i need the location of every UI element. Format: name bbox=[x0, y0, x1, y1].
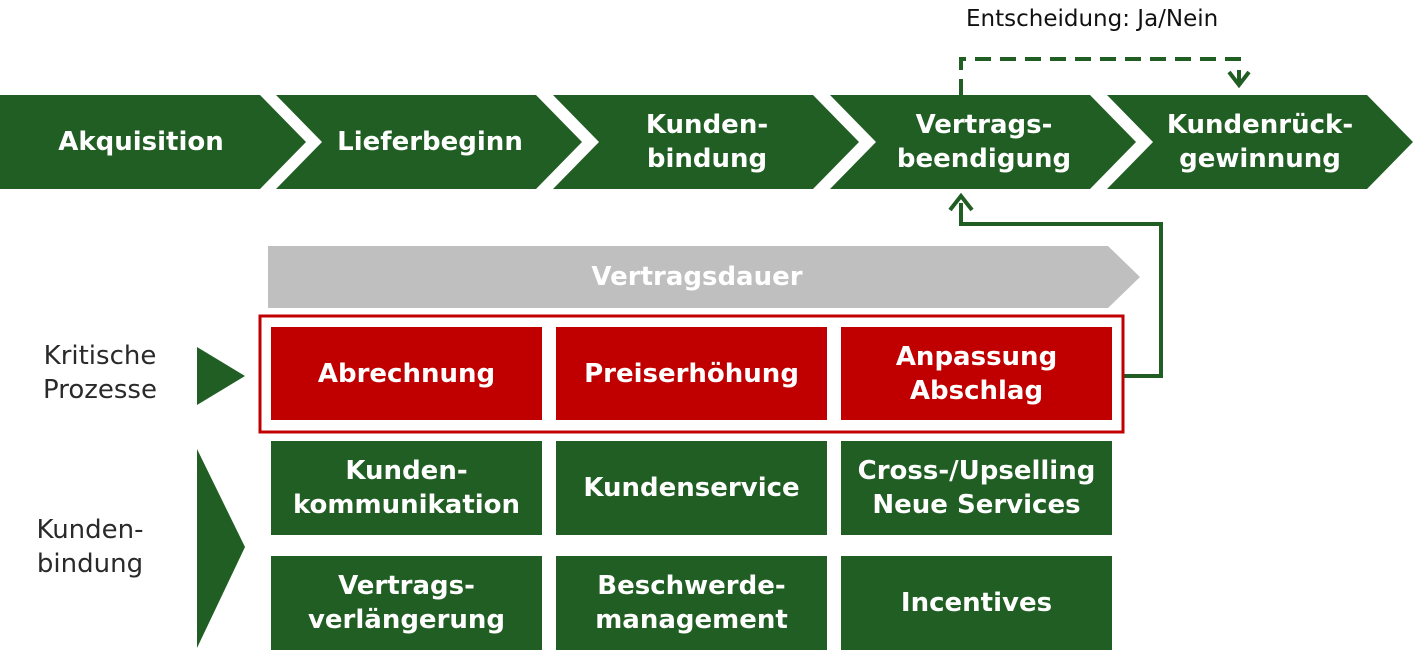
retention-box-vertragsverlaengerung: Vertrags- verlängerung bbox=[271, 556, 542, 650]
retention-label: Kunden- bindung bbox=[36, 515, 144, 579]
critical-box-abrechnung: Abrechnung bbox=[271, 327, 542, 420]
critical-box-preiserhoehung: Preiserhöhung bbox=[556, 327, 827, 420]
retention-box-kundenservice: Kundenservice bbox=[556, 441, 827, 535]
retention-box-incentives: Incentives bbox=[841, 556, 1112, 650]
phase-label-akquisition: Akquisition bbox=[58, 127, 224, 157]
phase-chevron-akquisition bbox=[0, 95, 306, 189]
decision-label: Entscheidung: Ja/Nein bbox=[966, 6, 1219, 32]
phase-label-lieferbeginn: Lieferbeginn bbox=[337, 127, 523, 157]
critical-box-anpassung-abschlag: Anpassung Abschlag bbox=[841, 327, 1112, 420]
feedback-arrowhead bbox=[948, 192, 974, 212]
contract-duration-label: Vertragsdauer bbox=[591, 262, 803, 292]
phase-label-vertragsbeendigung: Vertrags- beendigung bbox=[896, 110, 1072, 174]
critical-pointer-triangle bbox=[197, 347, 245, 405]
decision-dashed-connector bbox=[959, 57, 1241, 95]
phase-label-kundenbindung: Kunden- bindung bbox=[645, 110, 769, 174]
decision-arrowhead bbox=[1227, 70, 1251, 89]
retention-box-kundenkommunikation: Kunden- kommunikation bbox=[271, 441, 542, 535]
contract-duration-bar bbox=[268, 246, 1140, 308]
phase-chevron-kundenbindung bbox=[553, 95, 859, 189]
phase-chevron-lieferbeginn bbox=[276, 95, 582, 189]
feedback-connector bbox=[959, 203, 1163, 378]
phase-chevron-kundenrueckgewinnung bbox=[1107, 95, 1413, 189]
retention-box-cross-upselling: Cross-/Upselling Neue Services bbox=[841, 441, 1112, 535]
critical-processes-frame bbox=[258, 314, 1125, 434]
retention-pointer-triangle bbox=[197, 449, 245, 648]
retention-box-beschwerdemanagement: Beschwerde- management bbox=[556, 556, 827, 650]
phase-chevron-vertragsbeendigung bbox=[830, 95, 1136, 189]
phase-label-kundenrueckgewinnung: Kundenrück- gewinnung bbox=[1166, 110, 1354, 174]
critical-processes-label: Kritische Prozesse bbox=[43, 341, 157, 405]
